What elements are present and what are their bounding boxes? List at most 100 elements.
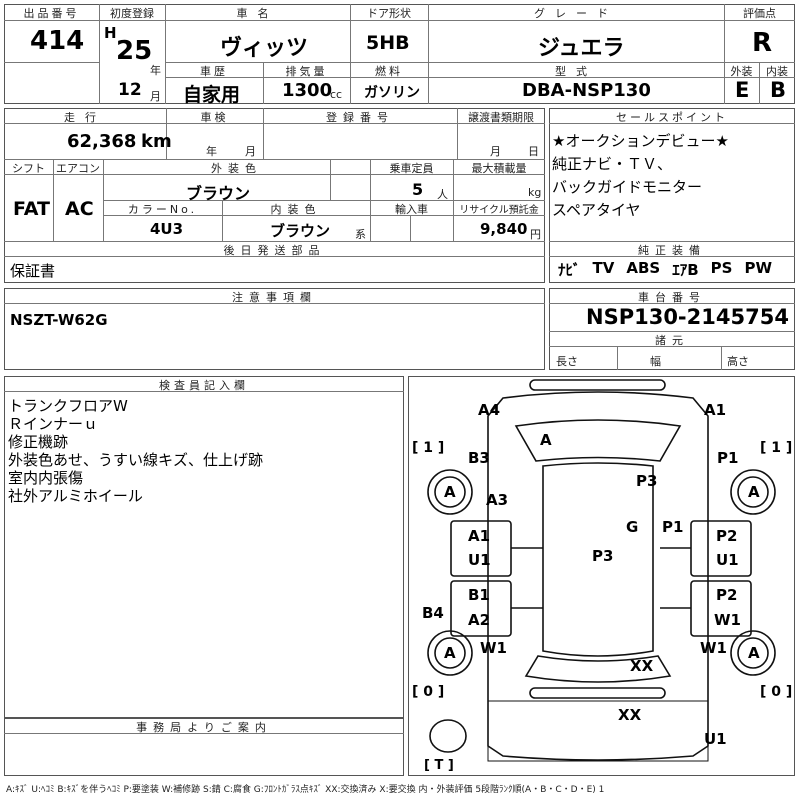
- car-diagram-box: [408, 376, 795, 776]
- notes-label: 注意事項欄: [232, 291, 317, 304]
- mark-p1-right: P1: [717, 449, 739, 467]
- inspector-label: 検査員記入欄: [159, 379, 249, 392]
- sales-line-1: ★オークションデビュー★: [552, 132, 729, 150]
- inspector-line-6: 社外アルミホイール: [8, 487, 143, 505]
- inspection-year: 年: [206, 145, 217, 158]
- history-value: 自家用: [183, 84, 241, 106]
- equip-navi: ﾅﾋﾞ: [558, 261, 581, 279]
- tire-count-rf: [ 1 ]: [760, 440, 793, 456]
- import-label: 輸入車: [395, 203, 428, 216]
- color-no-label: カラーNo.: [127, 203, 198, 216]
- ac-value: AC: [65, 198, 94, 220]
- mark-p3-roof: P3: [636, 472, 658, 490]
- rear-window: [524, 655, 672, 683]
- equip-pw: PW: [744, 259, 772, 277]
- spec-width: 幅: [650, 355, 661, 368]
- mark-p1: P1: [662, 518, 684, 536]
- notes-text: NSZT-W62G: [10, 311, 108, 329]
- inspector-line-3: 修正機跡: [8, 433, 69, 451]
- legend-text: A:ｷｽﾞ U:ﾍｺﾐ B:ｷｽﾞを伴うﾍｺﾐ P:要塗装 W:補修跡 S:錆 …: [6, 785, 605, 795]
- inspection-month: 月: [245, 145, 256, 158]
- fuel-value: ガソリン: [364, 85, 420, 101]
- recycle-value: 9,840: [480, 220, 528, 238]
- spec-length: 長さ: [556, 355, 578, 368]
- mark-w1-right: W1: [700, 639, 727, 657]
- mark-xx-rear: XX: [630, 657, 654, 675]
- tire-right-front: [730, 469, 776, 515]
- grade-label: グレード: [534, 7, 618, 20]
- mark-a-tire-lf: A: [444, 483, 456, 501]
- mark-a2: A2: [468, 611, 491, 629]
- mark-p3: P3: [592, 547, 614, 565]
- equip-tv: TV: [592, 259, 615, 277]
- equip-airbag: ｴｱB: [672, 261, 699, 279]
- car-name: ヴィッツ: [220, 36, 309, 61]
- mark-g: G: [626, 518, 639, 536]
- recycle-label: リサイクル預託金: [459, 205, 539, 216]
- tire-count-rr: [ 0 ]: [760, 684, 793, 700]
- mark-a1-top: A1: [704, 401, 727, 419]
- reg-year-unit: 年: [150, 64, 161, 77]
- shift-value: FAT: [13, 198, 50, 220]
- tire-count-lf: [ 1 ]: [412, 440, 445, 456]
- door-type: 5HB: [366, 32, 410, 54]
- chassis-box: [549, 288, 795, 370]
- transfer-month: 月: [490, 145, 501, 158]
- mark-xx-trunk: XX: [618, 706, 642, 724]
- parts-value: 保証書: [10, 262, 56, 280]
- inspection-label: 車検: [200, 111, 229, 124]
- score-label: 評価点: [743, 7, 776, 20]
- capacity-value: 5: [412, 180, 424, 199]
- specs-label: 諸元: [655, 334, 689, 347]
- sales-line-4: スペアタイヤ: [552, 201, 641, 219]
- reg-year: 25: [116, 36, 153, 66]
- fuel-label: 燃料: [375, 65, 403, 78]
- mark-u1-right: U1: [716, 551, 739, 569]
- inspector-line-1: トランクフロアW: [8, 397, 128, 415]
- mark-b1: B1: [468, 586, 490, 604]
- sales-line-2: 純正ナビ・ＴＶ、: [552, 155, 673, 173]
- tire-left-front: [427, 469, 473, 515]
- score-value: R: [752, 28, 773, 58]
- sales-point-box: [549, 108, 795, 283]
- bumper-bottom: [529, 687, 666, 699]
- mark-b4: B4: [422, 604, 444, 622]
- shift-label: シフト: [12, 162, 45, 175]
- mark-a3: A3: [486, 491, 509, 509]
- mark-a4: A4: [478, 401, 501, 419]
- plate-label: 登録番号: [326, 111, 394, 124]
- displacement-value: 1300: [282, 80, 333, 101]
- car-diagram: [427, 379, 776, 762]
- tire-right-rear: [730, 630, 776, 676]
- body-outline: [487, 391, 709, 761]
- mark-p2-rf: P2: [716, 527, 738, 545]
- displacement-unit: cc: [330, 88, 343, 101]
- front-window: [514, 419, 682, 462]
- model-value: DBA-NSP130: [522, 80, 651, 101]
- chassis-number: NSP130-2145754: [586, 305, 789, 329]
- spare-label: [ T ]: [424, 758, 454, 773]
- ext-label: 外装: [730, 65, 753, 78]
- inspector-line-5: 室内内張傷: [8, 469, 84, 487]
- mark-u1-left: U1: [468, 551, 491, 569]
- color-value: ブラウン: [186, 184, 251, 203]
- displacement-label: 排気量: [285, 65, 328, 78]
- inspector-line-4: 外装色あせ、うすい線キズ、仕上げ跡: [8, 451, 264, 469]
- mark-p2-rr: P2: [716, 586, 738, 604]
- ext-grade: E: [735, 78, 750, 102]
- equip-abs: ABS: [626, 259, 661, 277]
- mark-a-window: A: [540, 431, 552, 449]
- roof: [542, 462, 654, 657]
- bumper-top: [529, 379, 666, 391]
- car-name-label: 車名: [236, 7, 279, 20]
- equipment-label: 純正装備: [638, 244, 706, 257]
- vehicle-info-grid: [4, 108, 545, 283]
- office-label: 事務局よりご案内: [136, 721, 272, 734]
- mark-b3: B3: [468, 449, 490, 467]
- int-color-label: 内装色: [270, 203, 322, 216]
- reg-month-unit: 月: [150, 90, 161, 103]
- door-label: ドア形状: [367, 7, 411, 20]
- mileage-value: 62,368: [67, 131, 137, 152]
- int-color-unit: 系: [355, 228, 366, 241]
- int-color-value: ブラウン: [270, 222, 331, 240]
